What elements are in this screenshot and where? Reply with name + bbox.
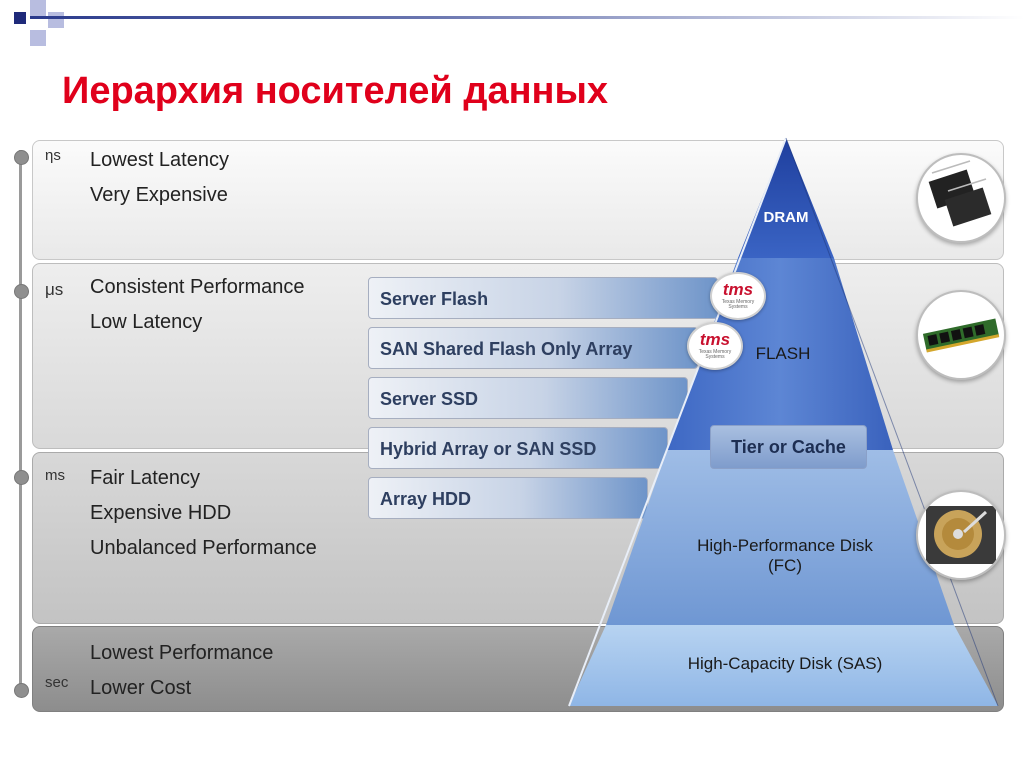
- axis-dot: [14, 284, 29, 299]
- tms-logo: tms Texas Memory Systems: [687, 322, 743, 370]
- description-line: Fair Latency: [90, 467, 201, 489]
- description-line: Lower Cost: [90, 677, 192, 699]
- band-nanoseconds: [32, 140, 1004, 260]
- description-line: Expensive HDD: [90, 502, 232, 524]
- tms-logo-text: tms: [699, 330, 731, 349]
- latency-axis: [19, 150, 22, 690]
- description-line: Lowest Latency: [90, 149, 229, 171]
- band-description: Consistent Performance Low Latency: [90, 270, 305, 340]
- axis-dot: [14, 470, 29, 485]
- pyramid-hc-disk: [569, 625, 998, 706]
- tier-server-ssd: Server SSD: [368, 377, 688, 419]
- tms-logo-subtext: Texas Memory Systems: [698, 349, 732, 360]
- header-rule: [30, 16, 1024, 19]
- description-line: Very Expensive: [90, 184, 228, 206]
- axis-dot: [14, 150, 29, 165]
- page-title: Иерархия носителей данных: [62, 70, 609, 112]
- description-line: Low Latency: [90, 311, 203, 333]
- tier-san-shared-flash: SAN Shared Flash Only Array: [368, 327, 698, 369]
- pyramid-hp-disk: [606, 450, 954, 625]
- memory-chips-icon: [916, 153, 1006, 243]
- tier-server-flash: Server Flash: [368, 277, 718, 319]
- ram-module-icon: [916, 290, 1006, 380]
- hp-disk-line: High-Performance Disk: [697, 536, 873, 555]
- band-description: Lowest Latency Very Expensive: [90, 143, 229, 213]
- description-line: Unbalanced Performance: [90, 537, 317, 559]
- unit-label: ms: [45, 467, 65, 484]
- tier-or-cache-box: Tier or Cache: [710, 425, 867, 469]
- pyramid-label-hp-disk: High-Performance Disk (FC): [660, 536, 910, 576]
- pyramid-label-flash: FLASH: [755, 344, 811, 363]
- pyramid-label-hc-disk: High-Capacity Disk (SAS): [687, 654, 883, 673]
- pyramid-dram: [738, 138, 834, 258]
- unit-label: sec: [45, 674, 69, 691]
- tier-array-hdd: Array HDD: [368, 477, 648, 519]
- description-line: Lowest Performance: [90, 642, 274, 664]
- hard-disk-icon: [916, 490, 1006, 580]
- unit-label: ηs: [45, 147, 61, 164]
- unit-label: μs: [45, 280, 64, 299]
- tier-hybrid-array: Hybrid Array or SAN SSD: [368, 427, 668, 469]
- pyramid-label-dram: DRAM: [763, 209, 809, 226]
- axis-dot: [14, 683, 29, 698]
- hp-disk-line: (FC): [768, 556, 802, 575]
- tms-logo-subtext: Texas Memory Systems: [721, 299, 755, 310]
- tms-logo-text: tms: [722, 280, 754, 299]
- tms-logo: tms Texas Memory Systems: [710, 272, 766, 320]
- description-line: Consistent Performance: [90, 276, 305, 298]
- band-description: Fair Latency Expensive HDD Unbalanced Pe…: [90, 461, 317, 566]
- band-description: Lowest Performance Lower Cost: [90, 636, 273, 706]
